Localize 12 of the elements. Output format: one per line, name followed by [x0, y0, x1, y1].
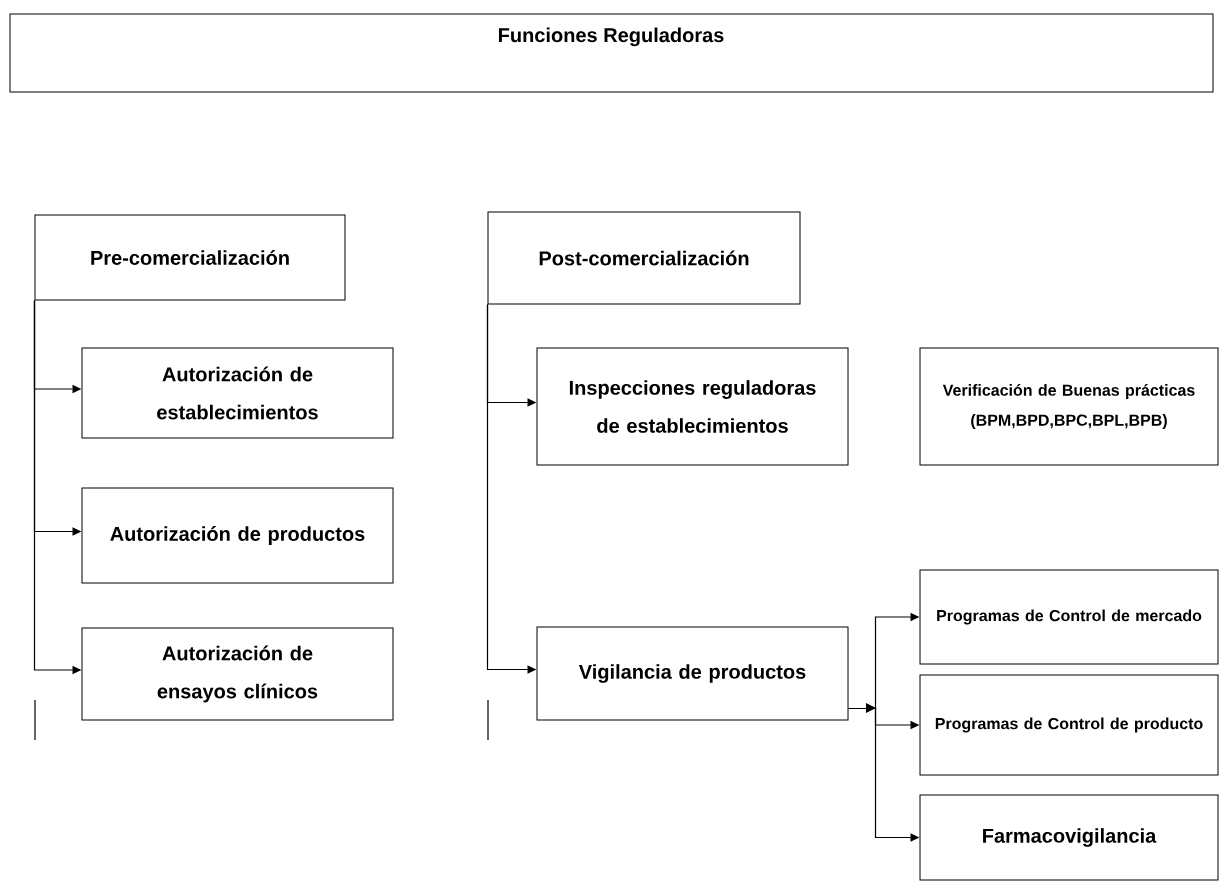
process-box: Autorización de establecimientos	[81, 347, 394, 439]
process-box: Farmacovigilancia	[919, 794, 1219, 881]
process-box: Pre-comercialización	[34, 214, 346, 301]
process-box: Inspecciones reguladoras de establecimientos	[536, 347, 849, 466]
process-box: Verificación de Buenas prácticas (BPM,BPD,BPC,BPL,BPB)	[919, 347, 1219, 466]
title-box: Funciones Reguladoras	[9, 13, 1214, 93]
process-box: Programas de Control de mercado	[919, 569, 1219, 665]
process-box: Post-comercialización	[487, 211, 801, 305]
process-box: Programas de Control de producto	[919, 674, 1219, 776]
process-box: Autorización de productos	[81, 487, 394, 584]
process-box: Autorización de ensayos clínicos	[81, 627, 394, 721]
process-box: Vigilancia de productos	[536, 626, 849, 721]
